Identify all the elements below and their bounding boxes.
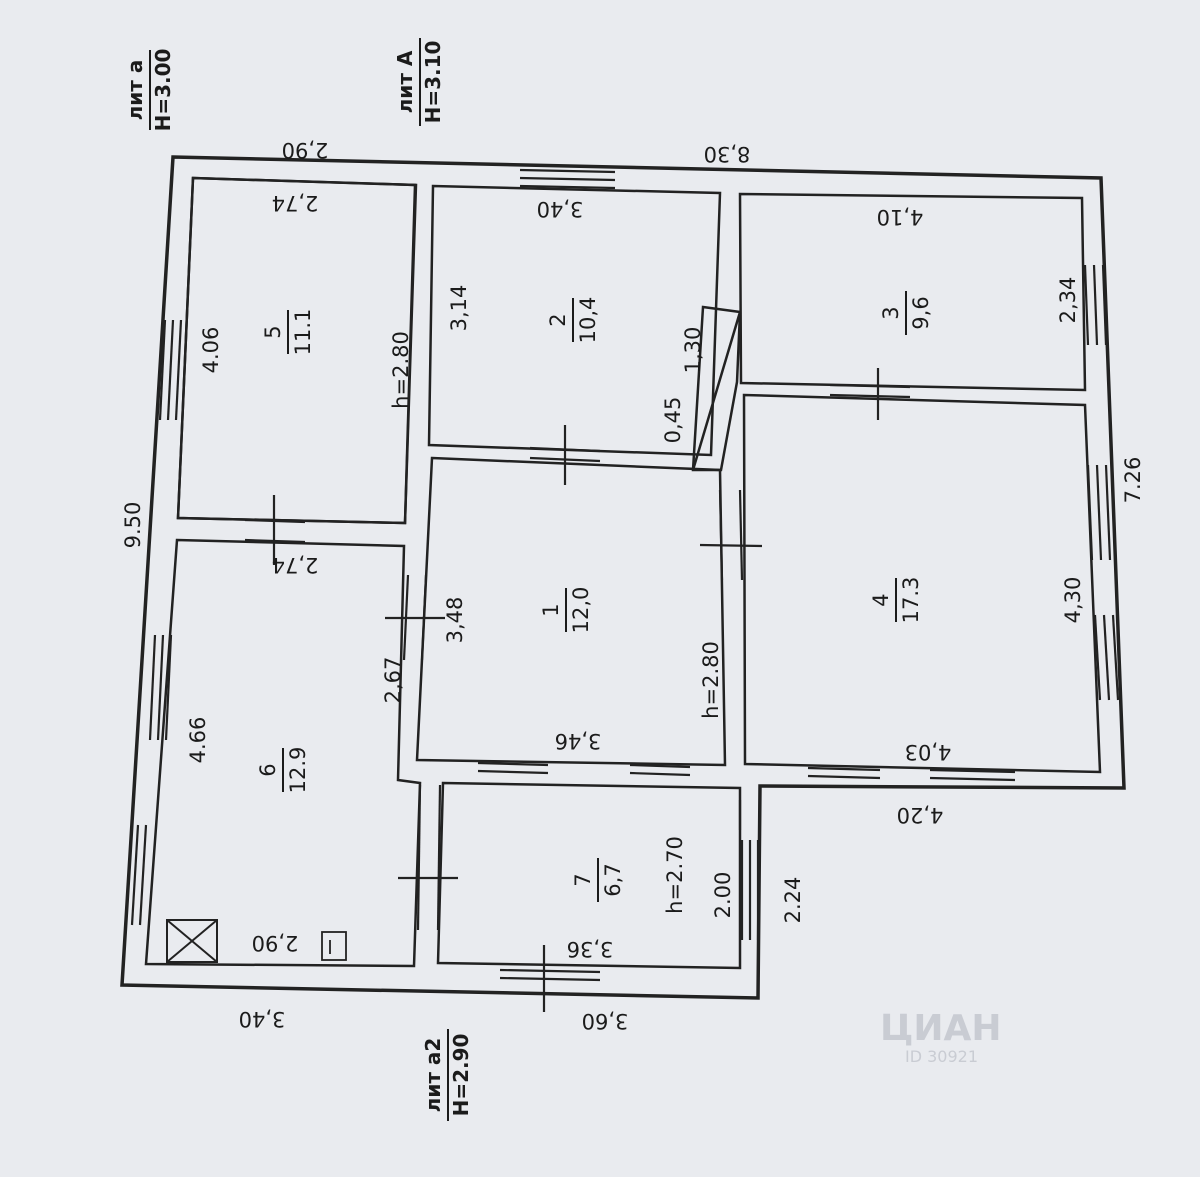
svg-text:4.06: 4.06 [199, 327, 223, 374]
svg-text:4,03: 4,03 [905, 740, 952, 764]
watermark: ЦИАН ID 30921 [880, 1008, 1002, 1066]
svg-text:3,60: 3,60 [582, 1009, 629, 1033]
svg-text:2: 2 [546, 313, 570, 326]
svg-text:7: 7 [571, 873, 595, 886]
svg-text:h=2.80: h=2.80 [389, 331, 413, 409]
room-labels: 5 11.1 2 10,4 3 9,6 6 12.9 1 12,0 4 17.3 [256, 291, 933, 902]
svg-text:2,74: 2,74 [272, 553, 319, 577]
lit-A-label: лит А H=3.10 [393, 38, 445, 126]
svg-text:2,74: 2,74 [272, 191, 319, 215]
svg-text:4,10: 4,10 [877, 205, 924, 229]
svg-text:4,20: 4,20 [897, 803, 944, 827]
svg-text:12,0: 12,0 [569, 587, 593, 634]
room-6-label: 6 12.9 [256, 747, 310, 794]
svg-text:h=2.80: h=2.80 [699, 641, 723, 719]
svg-text:3,48: 3,48 [443, 597, 467, 644]
svg-text:4: 4 [869, 593, 893, 606]
svg-text:лит А: лит А [393, 50, 417, 113]
svg-text:6,7: 6,7 [601, 863, 625, 896]
svg-text:3,46: 3,46 [555, 729, 602, 753]
svg-text:5: 5 [261, 325, 285, 338]
svg-text:ЦИАН: ЦИАН [880, 1008, 1002, 1049]
lit-a-label: лит а H=3.00 [123, 49, 175, 132]
svg-text:3,14: 3,14 [447, 285, 471, 332]
svg-text:17.3: 17.3 [899, 577, 923, 624]
svg-text:ID 30921: ID 30921 [905, 1047, 978, 1066]
svg-text:4,30: 4,30 [1061, 577, 1085, 624]
svg-text:3,40: 3,40 [537, 197, 584, 221]
svg-text:3,36: 3,36 [567, 937, 614, 961]
svg-text:10,4: 10,4 [576, 297, 600, 344]
room-1-label: 1 12,0 [539, 587, 593, 634]
stair-outline [691, 305, 742, 472]
room-2-label: 2 10,4 [546, 297, 600, 344]
svg-text:11.1: 11.1 [291, 309, 315, 356]
svg-text:9.50: 9.50 [121, 502, 145, 549]
svg-text:4.66: 4.66 [186, 717, 210, 764]
room-4-label: 4 17.3 [869, 577, 923, 624]
room-7-outline [436, 781, 742, 970]
svg-text:2,90: 2,90 [282, 138, 329, 162]
room-5-label: 5 11.1 [261, 309, 315, 356]
windows [130, 168, 1120, 982]
svg-text:8,30: 8,30 [704, 142, 751, 166]
room-2-outline [427, 184, 722, 457]
svg-text:2,90: 2,90 [252, 931, 299, 955]
lit-labels: лит а H=3.00 лит А H=3.10 лит а2 H=2.90 [123, 38, 473, 1121]
svg-text:2.24: 2.24 [781, 877, 805, 924]
svg-text:H=2.90: H=2.90 [449, 1034, 473, 1117]
lit-a2-label: лит а2 H=2.90 [421, 1029, 473, 1121]
svg-text:12.9: 12.9 [286, 747, 310, 794]
dimension-labels: 2,90 8,30 2,74 3,40 4,10 2,74 3,46 4,03 … [121, 138, 1145, 1033]
room-3-label: 3 9,6 [879, 291, 933, 335]
svg-text:3,40: 3,40 [239, 1007, 286, 1031]
svg-text:h=2.70: h=2.70 [663, 836, 687, 914]
stove-icon [166, 919, 218, 963]
room-6-outline [144, 538, 422, 968]
svg-text:H=3.10: H=3.10 [421, 41, 445, 124]
door-ticks [272, 368, 880, 1012]
svg-text:1: 1 [539, 603, 563, 616]
sink-icon [321, 931, 347, 961]
svg-text:H=3.00: H=3.00 [151, 49, 175, 132]
room-7-label: 7 6,7 [571, 858, 625, 902]
svg-text:2,34: 2,34 [1056, 277, 1080, 324]
doors [244, 383, 911, 931]
svg-text:9,6: 9,6 [909, 296, 933, 329]
svg-text:0,45: 0,45 [661, 397, 685, 444]
room-outlines [144, 176, 1102, 970]
svg-text:1,30: 1,30 [681, 327, 705, 374]
svg-text:лит а: лит а [123, 60, 147, 121]
svg-text:лит а2: лит а2 [421, 1038, 445, 1113]
room-4-outline [742, 393, 1102, 774]
room-5-outline [176, 176, 418, 525]
svg-text:3: 3 [879, 306, 903, 319]
svg-text:2.00: 2.00 [711, 872, 735, 919]
svg-text:2,67: 2,67 [381, 657, 405, 704]
svg-text:6: 6 [256, 763, 280, 776]
svg-text:7.26: 7.26 [1121, 457, 1145, 504]
